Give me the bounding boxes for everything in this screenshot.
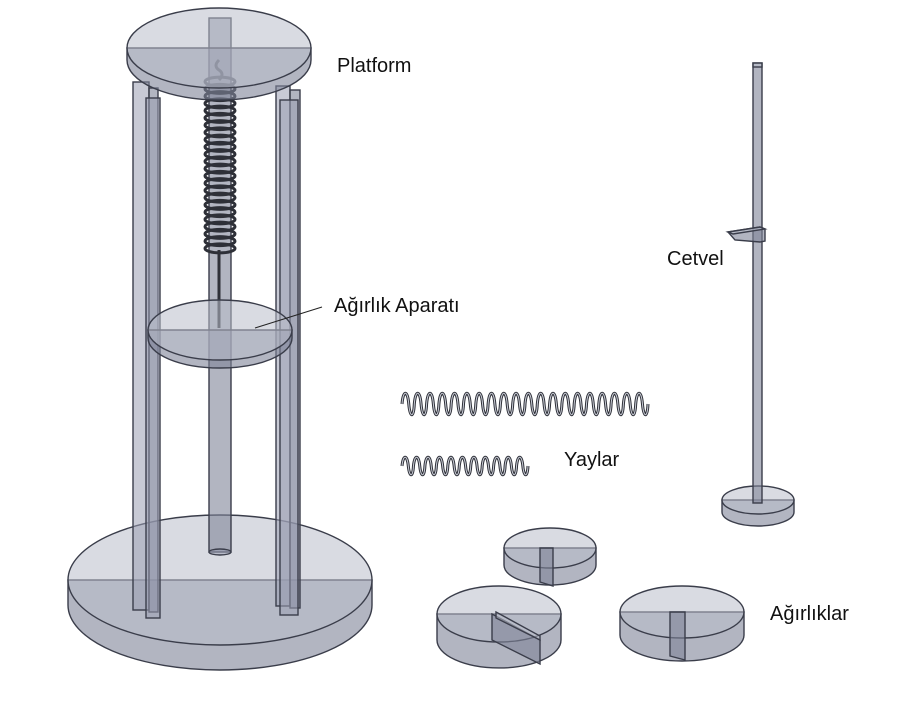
springs-label: Yaylar bbox=[564, 449, 620, 471]
weights-label: Ağırlıklar bbox=[770, 603, 849, 625]
post-left-front bbox=[145, 97, 161, 619]
spring-coil bbox=[203, 220, 237, 233]
weight-large bbox=[436, 585, 562, 669]
spring-coil bbox=[203, 227, 237, 240]
spring-coil bbox=[203, 133, 237, 146]
weight-apparatus-leader bbox=[254, 306, 323, 329]
ruler-rod bbox=[752, 62, 763, 504]
spring-coil-highlight bbox=[401, 392, 649, 416]
top-platform bbox=[126, 7, 312, 101]
spring-coil bbox=[203, 140, 237, 153]
spring-coil bbox=[203, 148, 237, 161]
spring-coil bbox=[203, 126, 237, 139]
ruler-slider bbox=[725, 226, 768, 243]
post-right-front bbox=[279, 99, 299, 616]
spring-coil bbox=[203, 155, 237, 168]
spring-coil bbox=[203, 191, 237, 204]
weight-medium bbox=[619, 585, 745, 662]
short-spring bbox=[400, 455, 530, 477]
spring-coil bbox=[203, 119, 237, 132]
long-spring bbox=[400, 391, 650, 417]
weight-apparatus-disc bbox=[147, 299, 293, 369]
spring-coil bbox=[203, 104, 237, 117]
spring-coil bbox=[203, 198, 237, 211]
weight-small bbox=[503, 527, 597, 587]
spring-coil bbox=[203, 111, 237, 124]
platform-label: Platform bbox=[337, 55, 411, 77]
spring-coil bbox=[203, 169, 237, 182]
spring-coil bbox=[203, 206, 237, 219]
spring-coil bbox=[203, 162, 237, 175]
spring-coil bbox=[203, 235, 237, 248]
spring-coil bbox=[203, 184, 237, 197]
spring-coil bbox=[203, 177, 237, 190]
spring-coil bbox=[203, 213, 237, 226]
spring-coil-highlight bbox=[401, 456, 529, 476]
ruler-label: Cetvel bbox=[667, 248, 724, 270]
weight-apparatus-label: Ağırlık Aparatı bbox=[334, 295, 460, 317]
ruler-assembly bbox=[721, 62, 795, 527]
stand-assembly bbox=[67, 7, 373, 671]
